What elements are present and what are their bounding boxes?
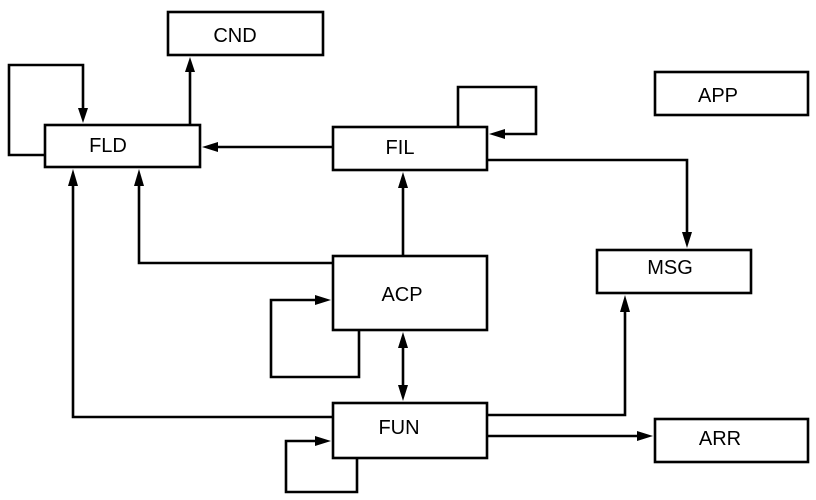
node-label-msg: MSG bbox=[647, 257, 693, 279]
node-label-cnd: CND bbox=[213, 25, 256, 47]
edges bbox=[7, 57, 692, 494]
node-label-fun: FUN bbox=[378, 417, 419, 439]
edge-fil-to-msg bbox=[487, 158, 689, 234]
node-fld[interactable]: FLD bbox=[43, 123, 202, 169]
edge-fld-self-loop bbox=[7, 63, 85, 157]
arrowhead-fun-to-acp bbox=[398, 332, 408, 348]
arrowhead-fil-to-msg bbox=[682, 232, 692, 248]
node-fil[interactable]: FIL bbox=[331, 125, 489, 172]
node-label-app: APP bbox=[698, 85, 738, 107]
arrowhead-acp-to-fld bbox=[134, 169, 144, 186]
arrowhead-fil-self-loop bbox=[489, 129, 505, 139]
arrowhead-acp-to-fil bbox=[398, 172, 408, 188]
node-msg[interactable]: MSG bbox=[595, 248, 753, 295]
arrowhead-fun-to-msg bbox=[620, 295, 630, 312]
node-arr[interactable]: ARR bbox=[653, 417, 810, 464]
arrowhead-fld-self-loop bbox=[78, 108, 88, 123]
edge-fun-to-msg bbox=[487, 310, 627, 417]
edge-fun-self-loop bbox=[284, 439, 359, 494]
arrowhead-acp-self-loop bbox=[315, 295, 331, 305]
edge-acp-self-loop bbox=[269, 298, 361, 379]
arrowhead-fun-self-loop bbox=[315, 436, 331, 446]
node-label-arr: ARR bbox=[699, 428, 741, 450]
nodes: CND FLD FIL APP MSG ACP FUN ARR bbox=[43, 10, 810, 464]
node-app[interactable]: APP bbox=[653, 70, 810, 117]
arrowhead-fil-to-fld bbox=[202, 142, 218, 152]
node-label-fld: FLD bbox=[89, 135, 127, 157]
edge-fun-to-fld bbox=[71, 184, 333, 419]
node-fun[interactable]: FUN bbox=[331, 401, 489, 460]
node-cnd[interactable]: CND bbox=[166, 10, 325, 57]
arrowhead-fld-to-cnd bbox=[185, 57, 195, 72]
arrowhead-fun-to-fld bbox=[68, 169, 78, 186]
node-acp[interactable]: ACP bbox=[331, 254, 489, 332]
node-label-fil: FIL bbox=[386, 137, 415, 159]
edge-acp-to-fld bbox=[137, 184, 333, 265]
node-label-acp: ACP bbox=[381, 284, 422, 306]
edge-fil-self-loop bbox=[456, 85, 538, 136]
arrowhead-acp-to-fun bbox=[398, 385, 408, 401]
arrowhead-fun-to-arr bbox=[637, 431, 653, 441]
